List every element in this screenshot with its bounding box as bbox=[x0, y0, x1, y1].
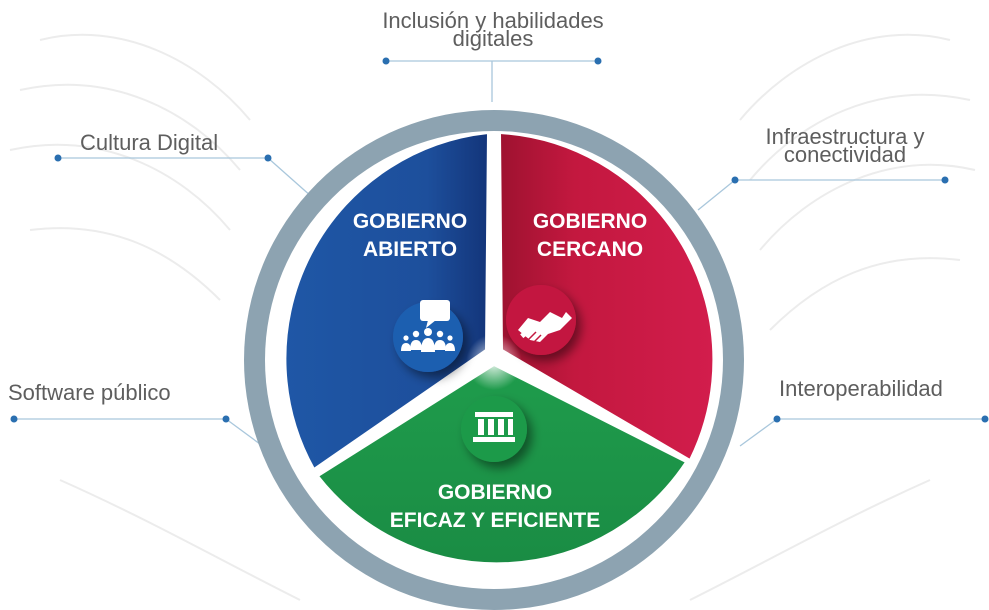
label-software-publico: Software público bbox=[8, 380, 171, 405]
segment-gobierno-cercano[interactable] bbox=[498, 131, 715, 462]
label-interoperabilidad: Interoperabilidad bbox=[779, 376, 943, 401]
connector-dots bbox=[10, 57, 989, 423]
title-cercano-line1: GOBIERNO bbox=[532, 210, 648, 233]
title-gobierno-abierto: GOBIERNO ABIERTO bbox=[300, 208, 520, 264]
label-inclusion-line2: digitales bbox=[452, 26, 534, 51]
title-eficaz-line1: GOBIERNO bbox=[437, 481, 553, 504]
handshake-icon bbox=[506, 285, 576, 355]
label-infraestructura-line1: Infraestructura y bbox=[765, 124, 925, 149]
segment-gobierno-eficaz[interactable] bbox=[316, 363, 688, 565]
label-inclusion-line1: Inclusión y habilidades bbox=[382, 8, 604, 33]
title-cercano-line2: CERCANO bbox=[536, 238, 644, 261]
people-speech-icon bbox=[393, 300, 463, 372]
label-inclusion-habilidades: Inclusión y habilidades digitales bbox=[340, 8, 646, 51]
title-eficaz-line2: EFICAZ Y EFICIENTE bbox=[389, 509, 601, 532]
label-cultura-digital: Cultura Digital bbox=[80, 130, 219, 155]
title-abierto-line1: GOBIERNO bbox=[352, 210, 468, 233]
background-eagle-watermark bbox=[9, 33, 976, 601]
label-infraestructura-line2: conectividad bbox=[783, 142, 907, 167]
label-infraestructura: Infraestructura y conectividad bbox=[720, 124, 970, 167]
title-gobierno-eficaz: GOBIERNO EFICAZ Y EFICIENTE bbox=[360, 479, 630, 535]
segment-gobierno-abierto[interactable] bbox=[284, 131, 490, 471]
title-gobierno-cercano: GOBIERNO CERCANO bbox=[480, 208, 700, 264]
government-building-icon bbox=[461, 396, 527, 462]
center-highlight bbox=[466, 334, 522, 390]
connector-lines bbox=[14, 60, 985, 448]
title-abierto-line2: ABIERTO bbox=[362, 238, 458, 261]
